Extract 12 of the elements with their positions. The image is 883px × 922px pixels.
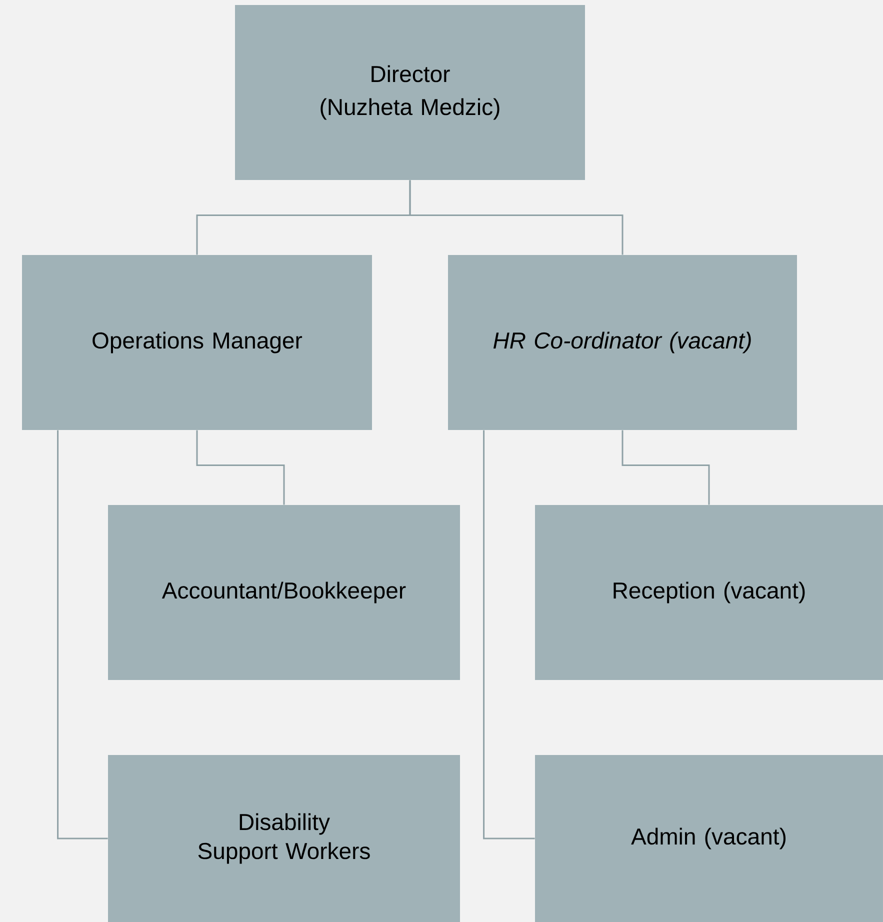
org-box: Admin (vacant)	[535, 755, 883, 922]
connector-line	[57, 430, 108, 840]
connector-line	[196, 430, 285, 505]
org-box: Operations Manager	[22, 255, 372, 430]
connector-line	[483, 430, 535, 840]
connector-line	[622, 430, 710, 505]
org-box: Disability Support Workers	[108, 755, 460, 922]
org-box: Accountant/Bookkeeper	[108, 505, 460, 680]
org-box: Director (Nuzheta Medzic)	[235, 5, 585, 180]
org-box: HR Co-ordinator (vacant)	[448, 255, 797, 430]
connector-line	[409, 180, 624, 255]
org-box: Reception (vacant)	[535, 505, 883, 680]
